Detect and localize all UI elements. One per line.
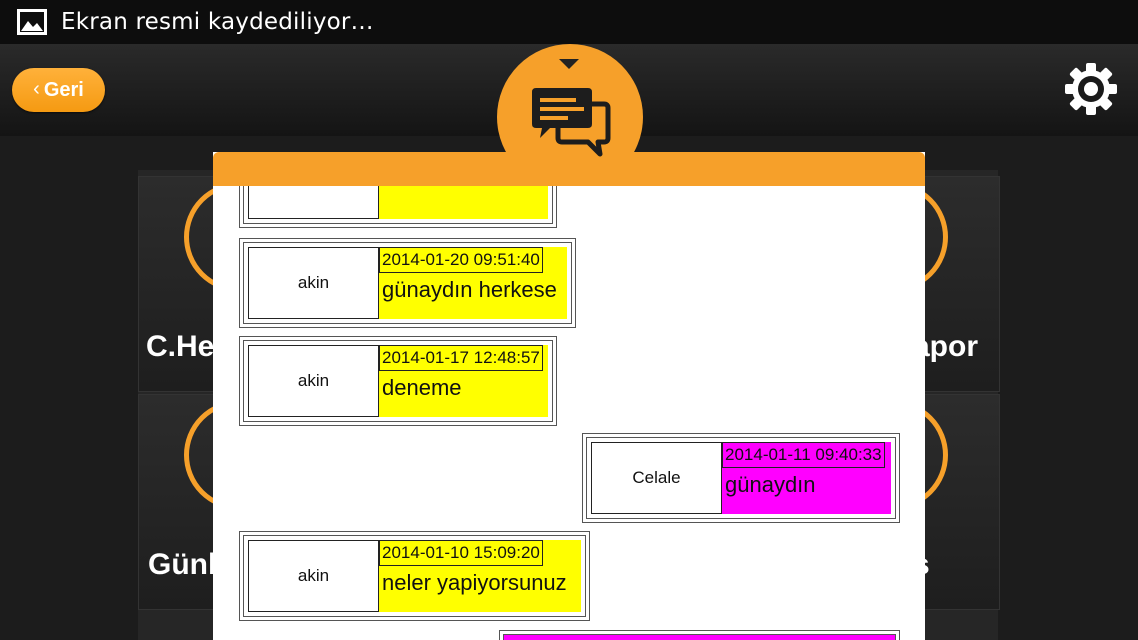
message-timestamp: 2014-01-11 09:40:33	[722, 442, 885, 468]
message-item[interactable]: akin 2014-01-17 12:48:57 deneme	[239, 336, 557, 426]
message-list[interactable]: akin selam akin 2014-01-20 09:51:40 güna…	[213, 186, 925, 640]
message-text: günaydın	[725, 472, 816, 497]
message-timestamp: 2014-01-17 12:48:57	[379, 345, 543, 371]
chat-bubbles-icon	[532, 88, 611, 157]
message-text: deneme	[382, 375, 462, 400]
dialog-header	[213, 152, 925, 186]
message-item[interactable]	[499, 630, 900, 640]
message-sender: Celale	[591, 442, 722, 514]
image-icon	[17, 9, 47, 35]
dropdown-indicator-icon	[559, 59, 579, 69]
chat-dialog: akin selam akin 2014-01-20 09:51:40 güna…	[213, 152, 925, 640]
message-item[interactable]: akin selam	[239, 186, 557, 228]
message-item[interactable]: akin 2014-01-10 15:09:20 neler yapiyorsu…	[239, 531, 590, 621]
message-text: neler yapiyorsunuz	[382, 570, 567, 595]
chevron-left-icon: ‹	[33, 77, 40, 100]
message-timestamp: 2014-01-20 09:51:40	[379, 247, 543, 273]
message-sender: akin	[248, 247, 379, 319]
message-sender: akin	[248, 186, 379, 219]
menu-tile-label: Günl	[148, 548, 217, 581]
menu-tile-label: C.He	[146, 330, 215, 363]
message-item[interactable]: Celale 2014-01-11 09:40:33 günaydın	[582, 433, 900, 523]
back-label: Geri	[43, 78, 84, 101]
message-timestamp: 2014-01-10 15:09:20	[379, 540, 543, 566]
gear-icon[interactable]	[1063, 61, 1119, 117]
status-title: Ekran resmi kaydediliyor…	[61, 9, 374, 35]
message-sender: akin	[248, 540, 379, 612]
back-button[interactable]: ‹ Geri	[12, 68, 105, 112]
message-item[interactable]: akin 2014-01-20 09:51:40 günaydın herkes…	[239, 238, 576, 328]
message-text: günaydın herkese	[382, 277, 557, 302]
status-bar: Ekran resmi kaydediliyor…	[0, 0, 1138, 44]
message-sender: akin	[248, 345, 379, 417]
